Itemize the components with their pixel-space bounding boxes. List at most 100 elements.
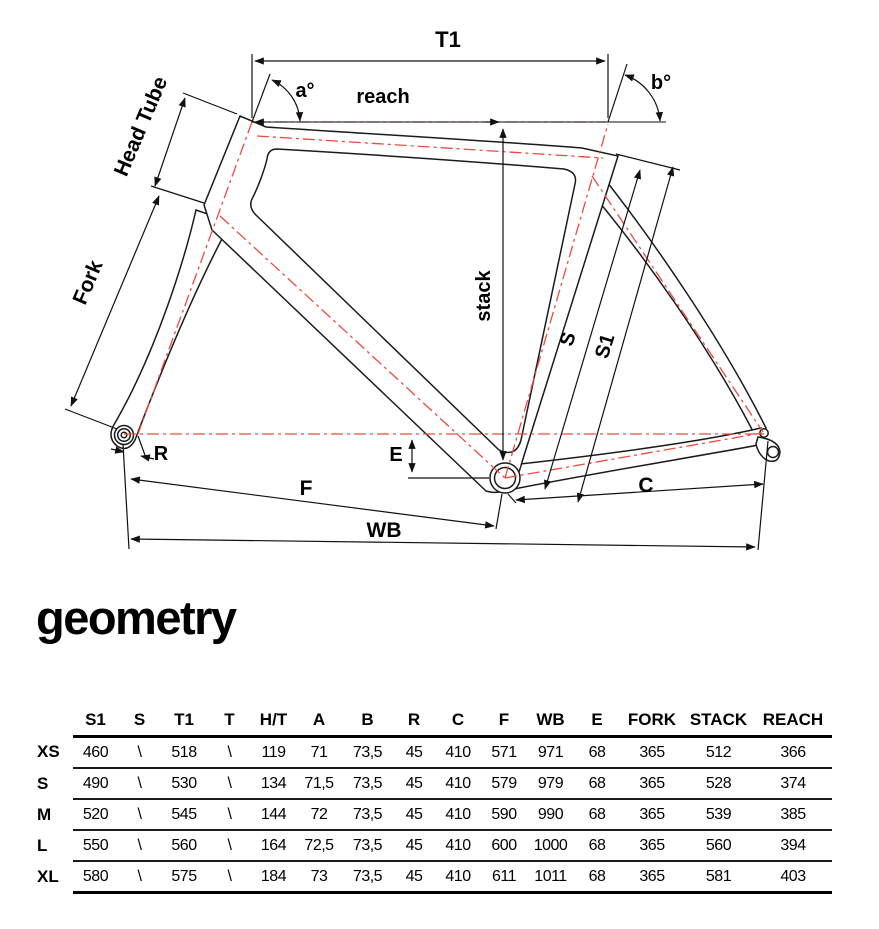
size-label: L <box>37 835 48 855</box>
dim-label-f: F <box>300 477 313 500</box>
cell: 530 <box>161 768 207 800</box>
col-header-t: T <box>207 702 252 738</box>
chain-stay-axis <box>504 432 763 479</box>
dim-label-b-angle: b° <box>651 72 671 94</box>
cell: 580 <box>73 861 118 894</box>
dim-label-r: R <box>154 443 169 465</box>
cell: 971 <box>528 736 573 769</box>
col-header-f: F <box>480 702 528 738</box>
cell: 539 <box>683 799 754 831</box>
cell: \ <box>118 799 161 831</box>
cell: 581 <box>683 861 754 894</box>
col-header-reach: REACH <box>754 702 832 738</box>
cell: 134 <box>252 768 295 800</box>
size-label: XS <box>37 742 60 762</box>
cell: 512 <box>683 736 754 769</box>
cell: 410 <box>436 861 480 894</box>
seat-top-extension <box>615 153 681 171</box>
dim-label-stack: stack <box>473 270 495 322</box>
dim-label-fork: Fork <box>69 257 108 308</box>
fork-blade <box>110 209 233 450</box>
col-header-s1: S1 <box>73 702 118 738</box>
main-triangle <box>203 115 619 494</box>
page-title: geometry <box>36 591 237 644</box>
cell: 590 <box>480 799 528 831</box>
cell: 365 <box>621 736 683 769</box>
cell: 73,5 <box>343 830 392 862</box>
wb-dimension <box>130 535 756 551</box>
cell: 365 <box>621 768 683 800</box>
cell: 366 <box>754 736 832 769</box>
cell: \ <box>118 736 161 769</box>
cell: 490 <box>73 768 118 800</box>
col-header-t1: T1 <box>161 702 207 738</box>
cell: \ <box>207 861 252 894</box>
cell: 73,5 <box>343 799 392 831</box>
cell: 365 <box>621 861 683 894</box>
cell: 403 <box>754 861 832 894</box>
cell: 575 <box>161 861 207 894</box>
col-header-fork: FORK <box>621 702 683 738</box>
rear-axle-extension <box>757 440 769 551</box>
dimension-lines <box>64 54 769 551</box>
fork-extension <box>64 408 118 430</box>
geometry-table-header: S1 S T1 T H/T A B R C F WB E FORK STACK … <box>35 702 832 738</box>
col-header-s: S <box>118 702 161 738</box>
seat-stay <box>584 166 767 443</box>
cell: 68 <box>573 736 621 769</box>
cell: 365 <box>621 799 683 831</box>
frame-outline <box>110 115 781 494</box>
cell: \ <box>207 799 252 831</box>
cell: 600 <box>480 830 528 862</box>
col-header-a: A <box>295 702 343 738</box>
col-header-r: R <box>392 702 436 738</box>
cell: 394 <box>754 830 832 862</box>
col-header-stack: STACK <box>683 702 754 738</box>
cell: 71 <box>295 736 343 769</box>
col-header-ht: H/T <box>252 702 295 738</box>
cell: 164 <box>252 830 295 862</box>
cell: 73,5 <box>343 736 392 769</box>
cell: \ <box>207 768 252 800</box>
corner-cell <box>35 702 73 737</box>
top-tube-axis <box>256 135 604 159</box>
header-row: S1 S T1 T H/T A B R C F WB E FORK STACK … <box>35 702 832 738</box>
cell: 45 <box>392 768 436 800</box>
cell: 410 <box>436 830 480 862</box>
cell: 410 <box>436 736 480 769</box>
dim-label-s1: S1 <box>591 331 619 361</box>
dim-label-c: C <box>638 474 653 497</box>
cell: 144 <box>252 799 295 831</box>
cell: 571 <box>480 736 528 769</box>
dim-label-e: E <box>389 444 402 466</box>
cell: 990 <box>528 799 573 831</box>
cell: 73,5 <box>343 768 392 800</box>
cell: 68 <box>573 861 621 894</box>
front-dropout-hole <box>120 431 128 439</box>
cell: \ <box>118 861 161 894</box>
cell: 460 <box>73 736 118 769</box>
a-angle-arc <box>271 79 304 122</box>
cell: \ <box>207 830 252 862</box>
bike-frame-drawing: T1 a° reach b° Head Tube Fork stack S S1… <box>64 27 781 551</box>
r-arrow-right <box>140 454 155 462</box>
cell: 550 <box>73 830 118 862</box>
size-label: S <box>37 773 49 793</box>
headtube-extension-bottom <box>150 185 205 204</box>
cell: \ <box>118 768 161 800</box>
cell: 520 <box>73 799 118 831</box>
col-header-c: C <box>436 702 480 738</box>
headtube-extension-top <box>182 92 238 115</box>
dim-label-s: S <box>556 330 581 349</box>
cell: 560 <box>683 830 754 862</box>
fork-dimension <box>70 195 160 407</box>
cell: 979 <box>528 768 573 800</box>
cell: 545 <box>161 799 207 831</box>
hanger-hole <box>766 445 780 459</box>
b-angle-arc <box>624 74 663 122</box>
